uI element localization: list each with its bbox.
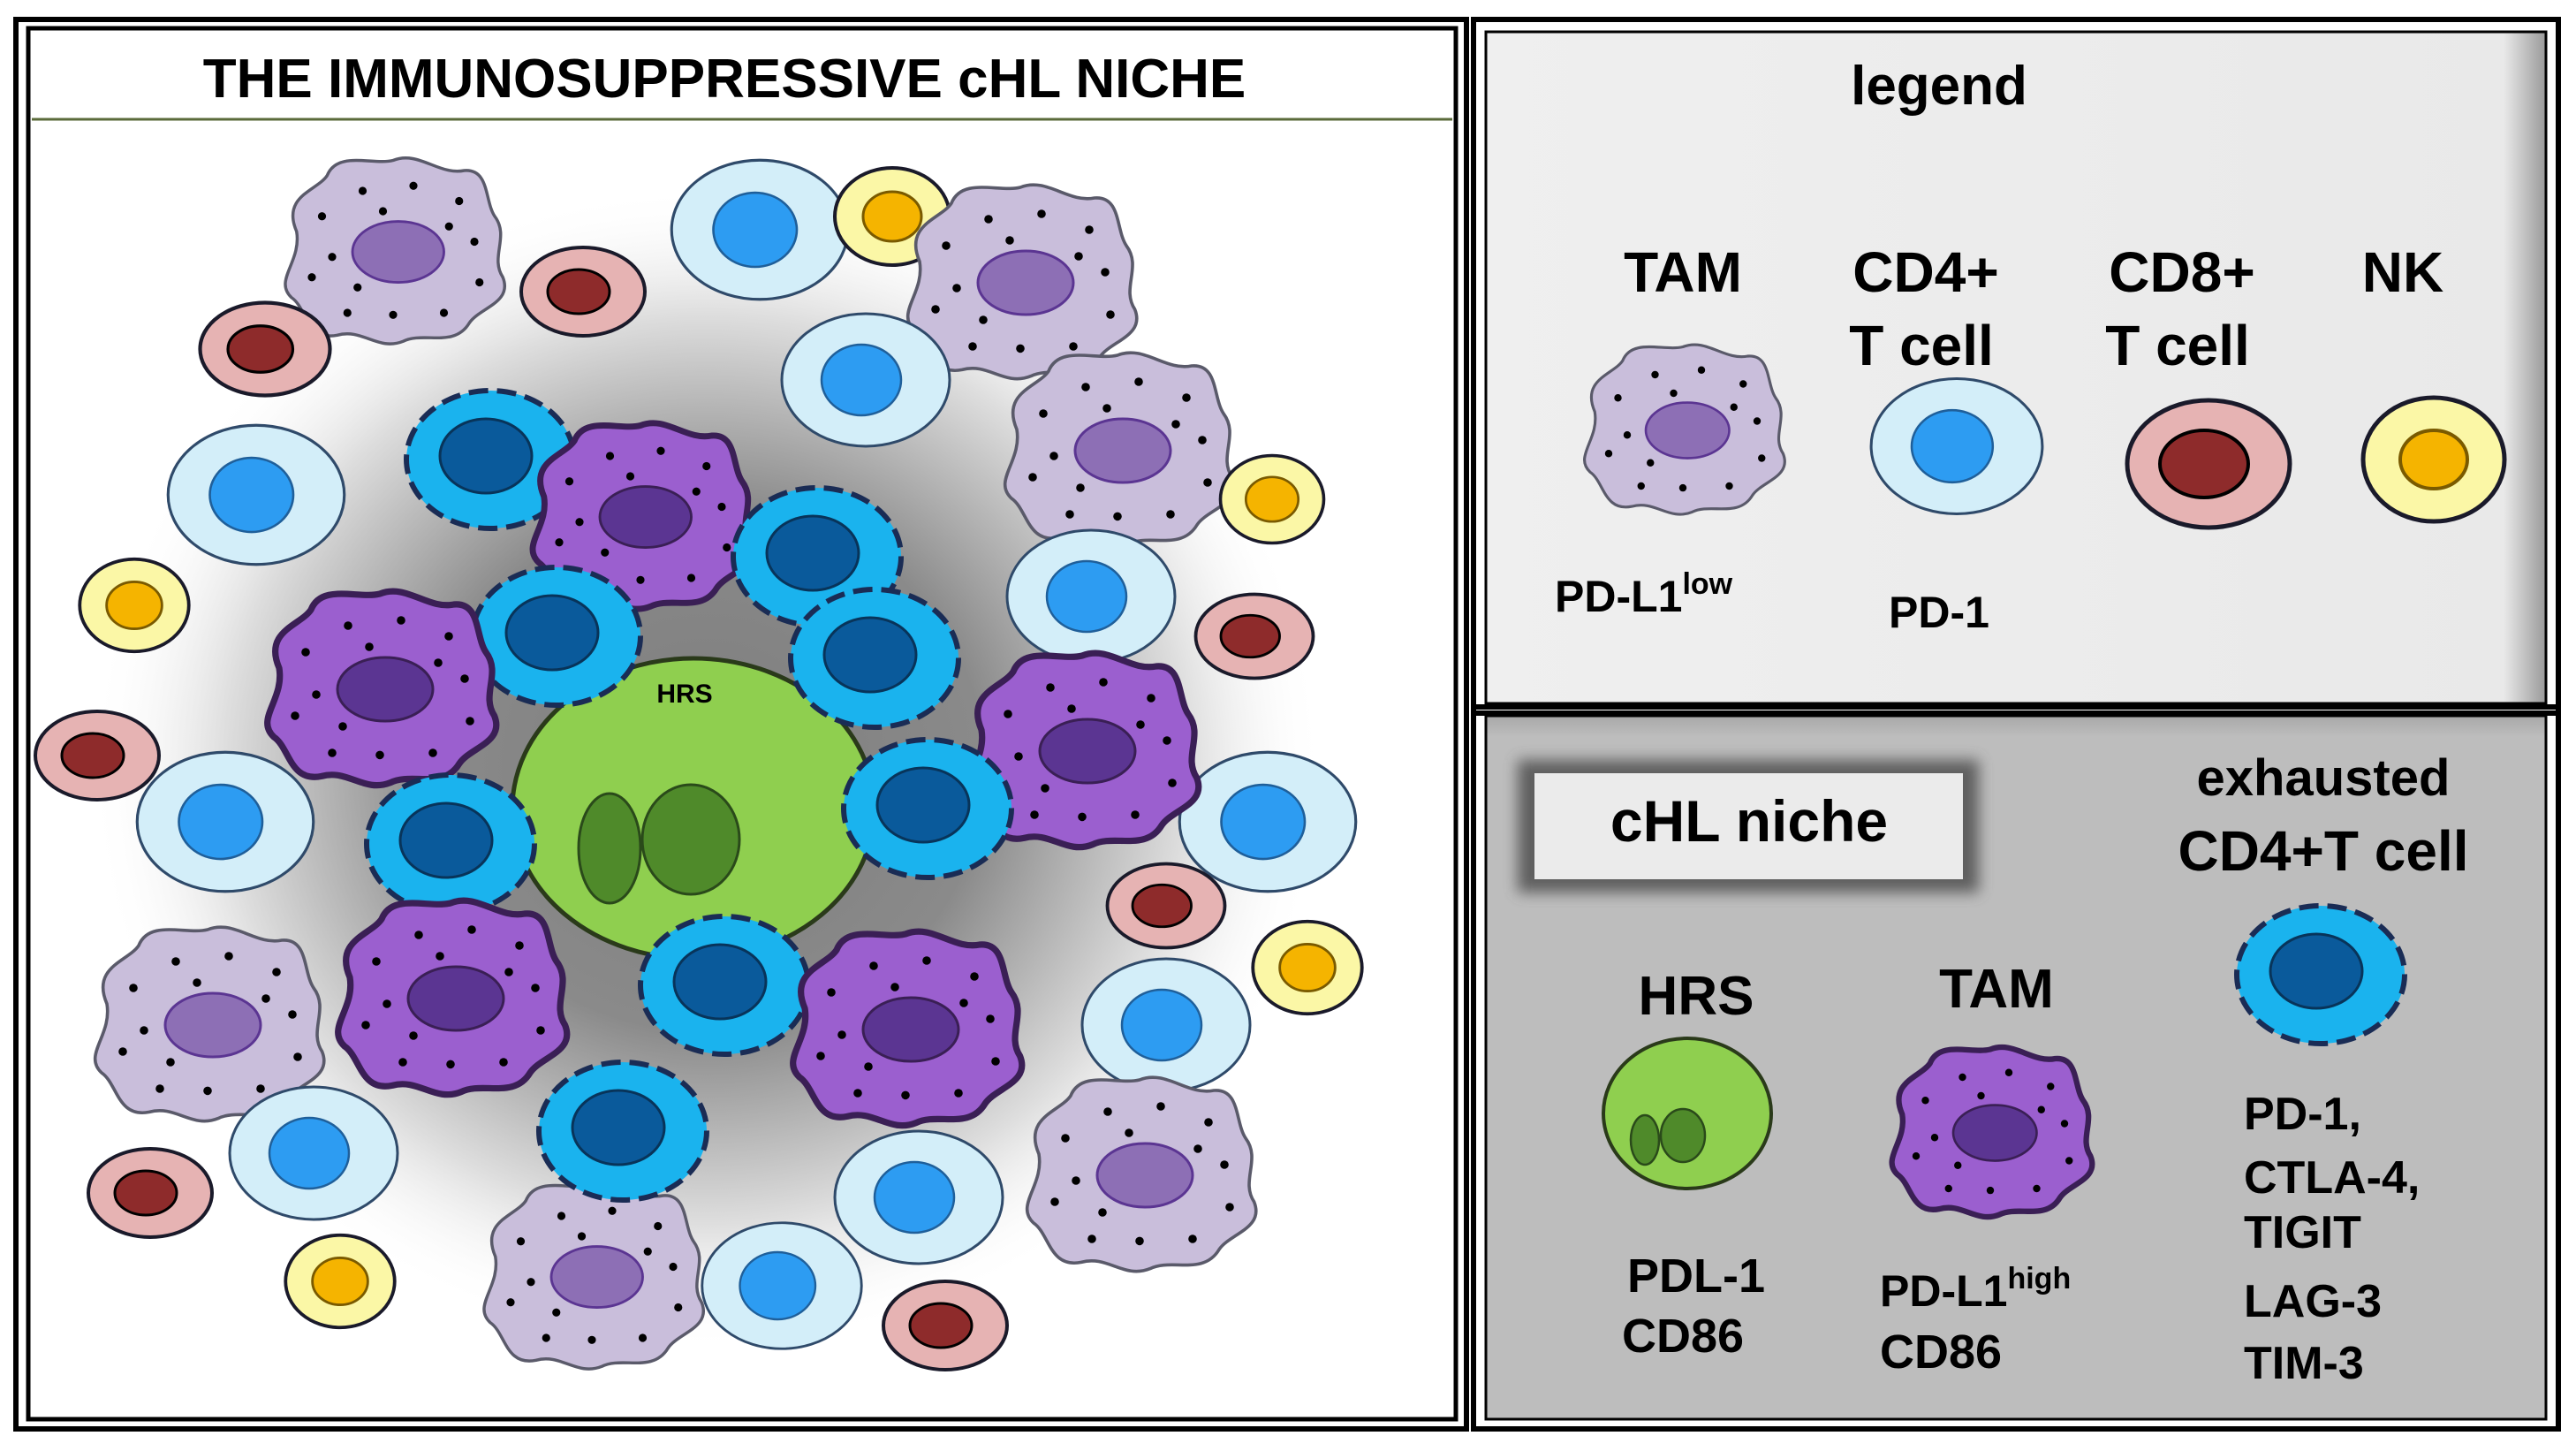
niche-illustration-panel: THE IMMUNOSUPPRESSIVE cHL NICHE <box>13 17 1469 1432</box>
cd4-t-cell <box>228 1085 399 1221</box>
cd4-t-cell <box>135 750 315 893</box>
legend-cd4-marker: PD-1 <box>1889 588 1989 637</box>
key-exhausted-marker-1: PD-1, <box>2244 1089 2361 1140</box>
cd8-t-cell <box>1105 862 1227 950</box>
cd4-t-cell <box>1178 750 1358 893</box>
cd8-t-cell <box>882 1280 1009 1371</box>
tam-high-cell <box>793 931 1022 1126</box>
cd4-t-cell <box>1080 957 1252 1093</box>
cd4-t-cell <box>701 1221 863 1350</box>
key-exhausted-marker-4: LAG-3 <box>2244 1276 2382 1327</box>
legend-panel: legend TAM PD-L1low CD4+ T cell PD-1 CD8… <box>1471 17 2561 716</box>
key-hrs-icon <box>1602 1037 1773 1190</box>
legend-nk-icon <box>2360 395 2507 524</box>
key-tam-marker: PD-L1high <box>1880 1262 2071 1316</box>
tam-high-cell <box>268 591 496 786</box>
exhausted-cd4-t-cell <box>473 567 640 705</box>
cd4-t-cell <box>1005 528 1177 665</box>
key-tam-icon <box>1892 1047 2093 1217</box>
key-tam-title: TAM <box>1939 959 2054 1020</box>
tam-low-cell <box>905 183 1139 381</box>
cd8-t-cell <box>1193 592 1315 680</box>
key-hrs-marker-line1: PDL-1 <box>1627 1250 1765 1303</box>
legend-cd8-icon <box>2125 398 2292 530</box>
key-exhausted-title-line1: exhausted <box>2197 749 2451 807</box>
legend-heading: legend <box>1851 56 2027 117</box>
cd4-t-cell <box>670 158 850 301</box>
cd4-t-cell <box>780 312 951 448</box>
niche-title: THE IMMUNOSUPPRESSIVE cHL NICHE <box>203 49 1246 110</box>
nk-cell <box>1251 919 1364 1016</box>
legend-tam-icon <box>1583 343 1786 516</box>
key-exhausted-marker-5: TIM-3 <box>2244 1338 2364 1389</box>
cd8-t-cell <box>34 710 161 801</box>
tam-low-cell <box>1025 1075 1258 1273</box>
key-exhausted-icon <box>2237 906 2405 1044</box>
chl-niche-heading: cHL niche <box>1610 788 1888 854</box>
tam-low-cell <box>1003 351 1236 549</box>
legend-tam-label: TAM <box>1624 240 1742 304</box>
legend-cd8-label-line2: T cell <box>2105 314 2250 377</box>
key-hrs-title: HRS <box>1639 966 1754 1027</box>
exhausted-cd4-t-cell <box>367 775 534 913</box>
legend-nk-label: NK <box>2362 240 2443 304</box>
chl-niche-panel: cHL niche HRS PDL-1 CD86 TAM PD-L1high C… <box>1471 704 2561 1432</box>
key-exhausted-marker-3: TIGIT <box>2244 1207 2361 1258</box>
nk-cell <box>284 1233 397 1330</box>
key-exhausted-marker-2: CTLA-4, <box>2244 1152 2420 1204</box>
cd8-t-cell <box>519 246 647 338</box>
legend-cd4-label-line1: CD4+ <box>1852 240 1998 304</box>
key-tam-marker-line2: CD86 <box>1880 1326 2002 1379</box>
legend-cd4-icon <box>1869 376 2044 516</box>
nk-cell <box>78 557 191 654</box>
exhausted-cd4-t-cell <box>640 916 808 1054</box>
legend-cd4-label-line2: T cell <box>1849 314 1994 377</box>
tam-low-cell <box>284 156 507 346</box>
cd8-t-cell <box>87 1147 214 1239</box>
nk-cell <box>1218 453 1326 545</box>
exhausted-cd4-t-cell <box>539 1062 707 1200</box>
tam-high-cell <box>338 900 567 1095</box>
exhausted-cd4-t-cell <box>791 589 958 727</box>
legend-tam-marker: PD-L1low <box>1555 567 1733 621</box>
legend-cd8-label-line1: CD8+ <box>2109 240 2254 304</box>
hrs-center-label: HRS <box>656 680 712 709</box>
tam-low-cell <box>482 1181 706 1371</box>
cd8-t-cell <box>201 303 330 396</box>
exhausted-cd4-t-cell <box>844 740 1011 877</box>
cd4-t-cell <box>833 1129 1004 1265</box>
cd4-t-cell <box>166 423 346 566</box>
key-hrs-marker-line2: CD86 <box>1622 1310 1744 1363</box>
key-exhausted-title-line2: CD4+T cell <box>2178 819 2468 883</box>
